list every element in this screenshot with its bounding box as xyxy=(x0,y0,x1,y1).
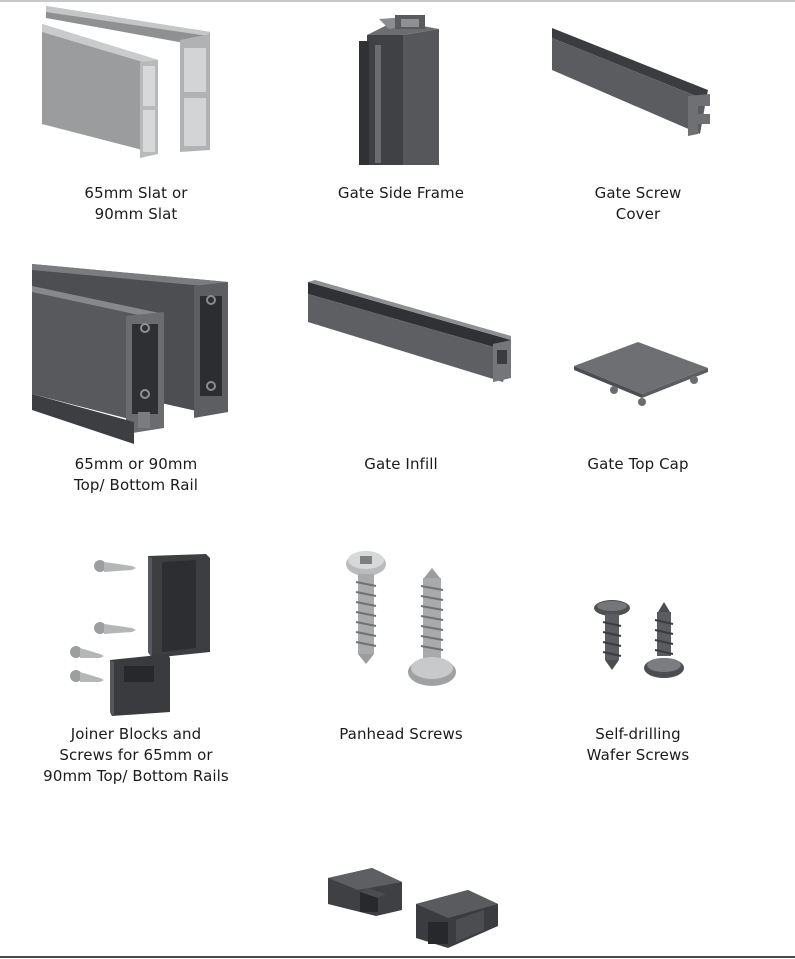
joiner-blocks-and-screws-icon xyxy=(66,552,216,717)
label-line: Wafer Screws xyxy=(586,746,690,764)
label-line: Gate Top Cap xyxy=(587,455,689,473)
part-label-gate-infill: Gate Infill xyxy=(281,454,521,475)
label-line: Screws for 65mm or xyxy=(59,746,213,764)
gate-side-frame-icon xyxy=(355,15,445,170)
gate-screw-cover-icon xyxy=(548,24,713,139)
top-divider xyxy=(0,0,795,2)
part-label-slat: 65mm Slat or 90mm Slat xyxy=(16,183,256,225)
end-blocks-icon xyxy=(324,864,504,954)
part-label-top-bottom-rail: 65mm or 90mm Top/ Bottom Rail xyxy=(16,454,256,496)
part-label-joiner-blocks: Joiner Blocks and Screws for 65mm or 90m… xyxy=(16,724,256,787)
slat-profiles-icon xyxy=(40,4,215,160)
part-label-wafer-screws: Self-drilling Wafer Screws xyxy=(518,724,758,766)
label-line: Gate Infill xyxy=(364,455,438,473)
label-line: 65mm or 90mm xyxy=(74,455,198,473)
part-label-gate-screw-cover: Gate Screw Cover xyxy=(518,183,758,225)
label-line: 65mm Slat or xyxy=(84,184,188,202)
label-line: 90mm Top/ Bottom Rails xyxy=(43,767,229,785)
label-line: 90mm Slat xyxy=(94,205,178,223)
part-label-gate-side-frame: Gate Side Frame xyxy=(281,183,521,204)
part-label-gate-top-cap: Gate Top Cap xyxy=(518,454,758,475)
part-label-panhead-screws: Panhead Screws xyxy=(281,724,521,745)
label-line: Joiner Blocks and xyxy=(70,725,202,743)
screw-icon xyxy=(70,646,104,658)
wafer-screws-icon xyxy=(590,598,690,682)
rail-profiles-icon xyxy=(30,262,230,447)
gate-top-cap-icon xyxy=(572,340,712,408)
screw-icon xyxy=(70,670,104,682)
label-line: Gate Screw xyxy=(594,184,682,202)
label-line: Cover xyxy=(615,205,661,223)
gate-infill-icon xyxy=(305,278,515,386)
label-line: Top/ Bottom Rail xyxy=(73,476,199,494)
bottom-divider xyxy=(0,956,795,958)
label-line: Self-drilling xyxy=(595,725,681,743)
panhead-screws-icon xyxy=(340,548,460,690)
screw-icon xyxy=(94,560,136,572)
screw-icon xyxy=(94,622,136,634)
label-line: Gate Side Frame xyxy=(337,184,465,202)
label-line: Panhead Screws xyxy=(339,725,463,743)
